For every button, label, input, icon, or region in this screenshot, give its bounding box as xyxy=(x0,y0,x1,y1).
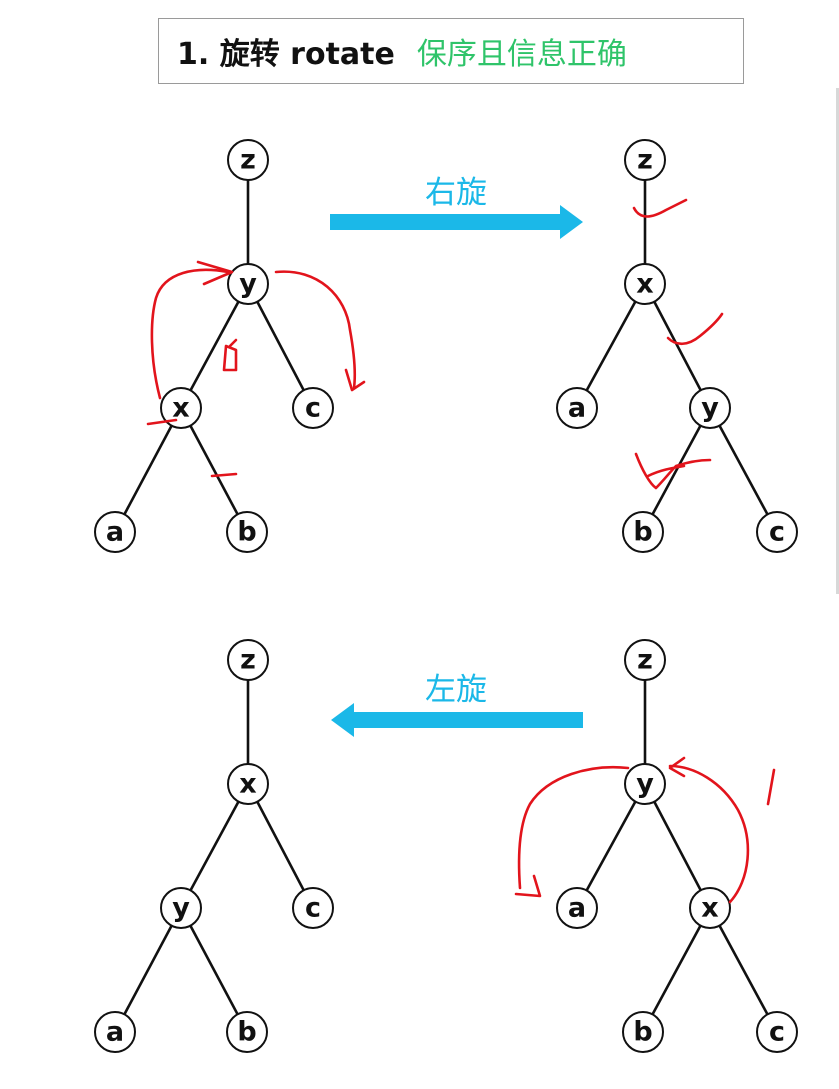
node-label: z xyxy=(240,145,256,176)
edge-x-y xyxy=(643,283,712,409)
tree-node: a xyxy=(94,511,136,553)
tree-node: x xyxy=(689,887,731,929)
edge-x-a xyxy=(113,407,183,533)
tree-node: z xyxy=(227,639,269,681)
tree-node: x xyxy=(624,263,666,305)
tree-node: b xyxy=(622,1011,664,1053)
node-label: c xyxy=(305,393,321,424)
annotation-stroke xyxy=(210,472,238,478)
node-label: y xyxy=(172,893,190,924)
annotation-stroke xyxy=(150,268,230,400)
edge-y-a xyxy=(575,783,647,909)
tree-node: y xyxy=(227,263,269,305)
edge-x-c xyxy=(708,907,779,1033)
tree-node: c xyxy=(292,887,334,929)
node-label: y xyxy=(239,269,257,300)
tree-top-right: z x a y b c xyxy=(556,139,798,553)
node-label: c xyxy=(769,517,785,548)
tree-node: b xyxy=(226,1011,268,1053)
edge-x-b xyxy=(179,407,249,533)
node-label: b xyxy=(237,1017,256,1048)
node-label: b xyxy=(237,517,256,548)
tree-node: a xyxy=(94,1011,136,1053)
left-rotate-label: 左旋 xyxy=(425,672,487,708)
annotation-stroke xyxy=(766,768,776,806)
tree-node: a xyxy=(556,387,598,429)
slide-edge-divider xyxy=(836,88,839,594)
annotation-stroke xyxy=(274,270,357,390)
edge-y-b xyxy=(641,407,712,533)
edge-y-x xyxy=(179,283,250,409)
node-label: c xyxy=(305,893,321,924)
arrow-head-right xyxy=(560,205,583,239)
annotation-stroke xyxy=(146,418,178,426)
red-annotations xyxy=(146,198,776,904)
node-label: c xyxy=(769,1017,785,1048)
node-label: z xyxy=(240,645,256,676)
node-label: a xyxy=(568,393,586,424)
tree-node: x xyxy=(160,387,202,429)
arrow-shaft xyxy=(352,712,583,728)
tree-node: y xyxy=(624,763,666,805)
edge-x-a xyxy=(575,283,647,409)
tree-node: z xyxy=(227,139,269,181)
right-rotate-label: 右旋 xyxy=(425,175,487,211)
tree-node: c xyxy=(756,1011,798,1053)
tree-node: x xyxy=(227,763,269,805)
annotation-stroke xyxy=(668,756,686,778)
edge-y-c xyxy=(246,283,315,409)
tree-node: a xyxy=(556,887,598,929)
right-rotate-arrow: 右旋 xyxy=(330,175,583,239)
node-label: z xyxy=(637,145,653,176)
node-label: a xyxy=(106,1017,124,1048)
node-label: y xyxy=(701,393,719,424)
annotation-stroke xyxy=(517,766,630,890)
annotation-stroke xyxy=(634,452,712,490)
title-box: 1. 旋转 rotate 保序且信息正确 xyxy=(158,18,744,84)
annotation-stroke xyxy=(196,260,234,286)
title-subtitle: 保序且信息正确 xyxy=(416,37,627,72)
edge-x-c xyxy=(246,783,315,909)
node-label: a xyxy=(106,517,124,548)
edge-y-b xyxy=(179,907,249,1033)
tree-node: b xyxy=(226,511,268,553)
annotation-stroke xyxy=(668,764,750,904)
annotation-stroke xyxy=(344,368,366,392)
node-label: y xyxy=(636,769,654,800)
tree-node: c xyxy=(756,511,798,553)
tree-node: y xyxy=(689,387,731,429)
annotation-stroke xyxy=(666,312,724,346)
arrow-head-left xyxy=(331,703,354,737)
tree-node: z xyxy=(624,639,666,681)
tree-bottom-right: z y a x b c xyxy=(556,639,798,1053)
tree-top-left: z y x c a b xyxy=(94,139,334,553)
edge-y-a xyxy=(113,907,183,1033)
node-label: a xyxy=(568,893,586,924)
node-label: x xyxy=(172,393,189,424)
node-label: x xyxy=(701,893,718,924)
tree-node: b xyxy=(622,511,664,553)
arrow-shaft xyxy=(330,214,562,230)
tree-bottom-left: z x y c a b xyxy=(94,639,334,1053)
tree-node: z xyxy=(624,139,666,181)
node-label: b xyxy=(633,1017,652,1048)
edge-y-c xyxy=(708,407,779,533)
edge-x-b xyxy=(641,907,712,1033)
tree-node: c xyxy=(292,387,334,429)
node-label: x xyxy=(239,769,256,800)
edge-x-y xyxy=(179,783,250,909)
node-label: z xyxy=(637,645,653,676)
edge-y-x xyxy=(643,783,712,909)
tree-node: y xyxy=(160,887,202,929)
left-rotate-arrow: 左旋 xyxy=(331,672,583,737)
annotation-stroke xyxy=(632,198,688,218)
annotation-stroke xyxy=(222,338,238,372)
node-label: b xyxy=(633,517,652,548)
annotation-stroke xyxy=(514,874,542,898)
title-main: 1. 旋转 rotate xyxy=(177,37,395,72)
node-label: x xyxy=(636,269,653,300)
